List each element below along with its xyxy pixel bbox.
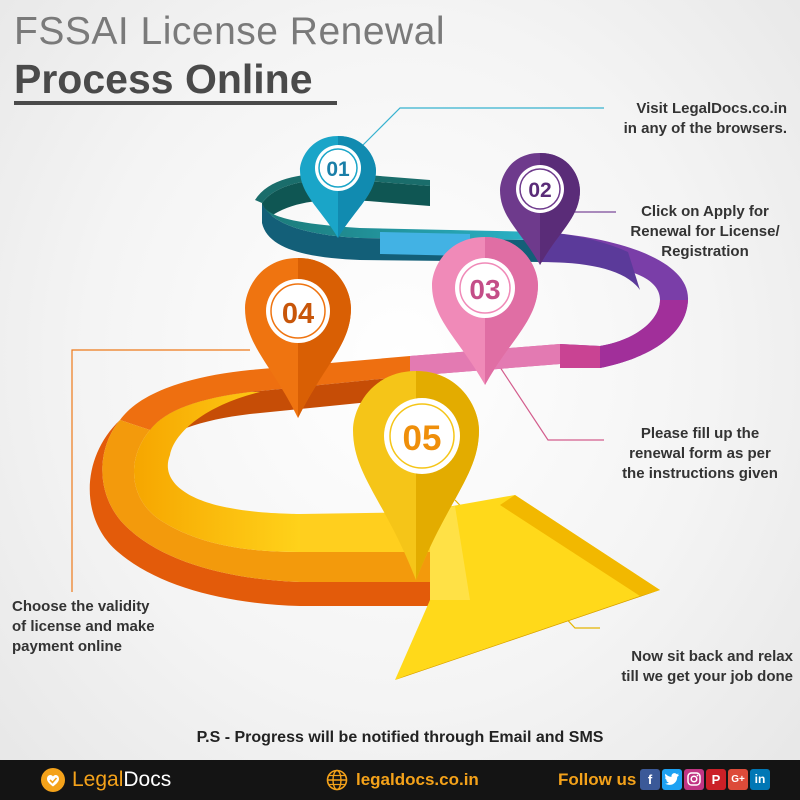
step-03-line: the instructions given [622,465,778,482]
pin-03: 03 [432,237,538,385]
step-02-line: Click on Apply for [641,203,769,220]
title-line-1: FSSAI License Renewal [14,10,446,53]
legaldocs-logo-icon[interactable] [40,767,66,793]
step-02-line: Renewal for License/ [630,223,780,240]
website-link[interactable]: legaldocs.co.in [356,770,479,789]
pin-01: 01 [300,136,376,238]
facebook-icon[interactable]: f [640,769,660,790]
step-number-01: 01 [326,158,350,181]
step-01-text: Visit LegalDocs.co.in in any of the brow… [560,99,787,139]
follow-us-label: Follow us [558,770,637,789]
globe-icon [326,769,348,791]
twitter-icon[interactable] [662,769,682,790]
step-02-text: Click on Apply for Renewal for License/ … [620,202,790,262]
brand-name[interactable]: LegalDocs [72,768,171,792]
linkedin-icon[interactable]: in [750,769,770,790]
google-plus-icon[interactable]: G+ [728,769,748,790]
pin-05: 05 [353,371,479,580]
ps-note: P.S - Progress will be notified through … [196,729,604,746]
road [89,173,689,680]
connector-lines [71,107,616,629]
step-03-text: Please fill up the renewal form as per t… [602,424,798,484]
step-number-05: 05 [403,419,442,458]
step-03-line: renewal form as per [629,445,771,462]
step-01-line: Visit LegalDocs.co.in [636,100,787,117]
step-number-04: 04 [282,298,314,330]
step-02-line: Registration [661,243,749,260]
pin-04: 04 [245,258,351,418]
step-01-line: in any of the browsers. [623,120,787,137]
road-illustration: 01 02 03 04 05 [71,107,689,680]
step-03-line: Please fill up the [640,425,760,442]
instagram-icon[interactable] [684,769,704,790]
title-underline [14,101,337,105]
step-04-line: of license and make [12,618,155,635]
step-04-line: Choose the validity [12,598,150,615]
step-04-text: Choose the validity of license and make … [12,597,187,657]
step-05-line: till we get your job done [621,668,793,685]
step-05-text: Now sit back and relax till we get your … [580,647,793,687]
step-number-02: 02 [528,179,551,202]
title-line-2: Process Online [14,56,313,102]
brand-name-part1: Legal [72,768,124,791]
step-number-03: 03 [469,274,500,305]
footer-bar: LegalDocs legaldocs.co.in Follow us f P … [0,760,800,800]
step-04-line: payment online [12,638,123,655]
step-05-line: Now sit back and relax [631,648,793,665]
brand-name-part2: Docs [123,768,172,791]
pinterest-icon[interactable]: P [706,769,726,790]
pin-02: 02 [500,153,580,265]
